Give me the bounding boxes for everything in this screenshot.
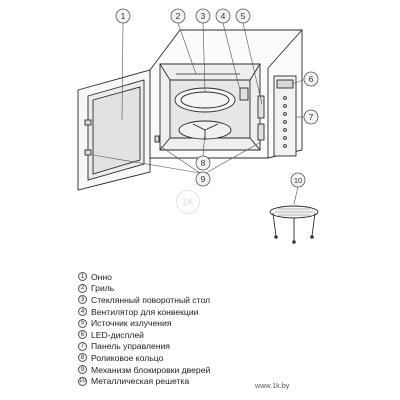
radiation-source xyxy=(257,95,265,119)
legend-number: 8 xyxy=(78,353,87,363)
legend-label: Стеклянный поворотный стол xyxy=(91,294,211,305)
callout-1 xyxy=(115,8,131,24)
callout-8 xyxy=(195,155,211,171)
callout-2 xyxy=(170,8,186,24)
legend-item: 1 Онно xyxy=(78,271,210,283)
parts-legend: 1 Онно 2 Гриль 3 Стеклянный поворотный стол… xyxy=(78,271,210,387)
legend-item: 4 Вентилятор для конвекции xyxy=(78,306,210,318)
led-display xyxy=(276,79,294,89)
legend-label: LED-дисплей xyxy=(91,329,144,340)
legend-label: Механизм блокировки дверей xyxy=(91,364,211,375)
legend-label: Металлическая решетка xyxy=(91,376,190,387)
callout-9 xyxy=(195,171,211,187)
watermark-logo: 1K xyxy=(176,190,200,214)
callout-2-label: 2 xyxy=(176,11,181,21)
callout-5 xyxy=(235,8,251,24)
control-panel xyxy=(273,75,297,157)
callout-4-label: 4 xyxy=(221,11,226,21)
callout-1-label: 1 xyxy=(121,11,126,21)
legend-number: 5 xyxy=(78,318,87,328)
legend-number: 6 xyxy=(78,330,87,340)
legend-number: 3 xyxy=(78,295,87,305)
legend-number: 1 xyxy=(78,272,87,282)
callout-6-label: 6 xyxy=(309,74,314,84)
callout-4 xyxy=(215,8,231,24)
convection-fan xyxy=(239,87,249,101)
legend-label: Роликовое кольцо xyxy=(91,352,164,363)
legend-item: 8 Роликовое кольцо xyxy=(78,352,210,364)
legend-label: Гриль xyxy=(91,283,115,294)
callout-5-label: 5 xyxy=(241,11,246,21)
legend-item: 3 Стеклянный поворотный стол xyxy=(78,294,210,306)
callout-3-label: 3 xyxy=(201,11,206,21)
watermark-text: www.1k.by xyxy=(255,381,290,390)
callout-6 xyxy=(303,71,319,87)
legend-number: 10 xyxy=(78,376,87,386)
legend-label: Панель управления xyxy=(91,341,170,352)
legend-item: 7 Панель управления xyxy=(78,341,210,353)
callout-7 xyxy=(303,109,319,125)
callout-7-label: 7 xyxy=(309,112,314,122)
legend-item: 10 Металлическая решетка xyxy=(78,375,210,387)
legend-label: Источник излучения xyxy=(91,318,172,329)
legend-number: 9 xyxy=(78,365,87,375)
legend-number: 7 xyxy=(78,341,87,351)
callout-9-label: 9 xyxy=(201,174,206,184)
callout-10-label: 10 xyxy=(294,176,302,185)
callout-10 xyxy=(290,172,306,188)
legend-number: 2 xyxy=(78,283,87,293)
door-lock xyxy=(154,135,160,143)
legend-label: Вентилятор для конвекции xyxy=(91,306,199,317)
legend-number: 4 xyxy=(78,307,87,317)
callouts: 1 2 3 4 5 6 7 8 9 10 xyxy=(115,8,319,188)
legend-item: 5 Источник излучения xyxy=(78,317,210,329)
legend-item: 6 LED-дисплей xyxy=(78,329,210,341)
legend-item: 2 Гриль xyxy=(78,283,210,295)
callout-8-label: 8 xyxy=(201,158,206,168)
callout-3 xyxy=(195,8,211,24)
legend-item: 9 Механизм блокировки дверей xyxy=(78,364,210,376)
legend-label: Онно xyxy=(91,271,112,282)
